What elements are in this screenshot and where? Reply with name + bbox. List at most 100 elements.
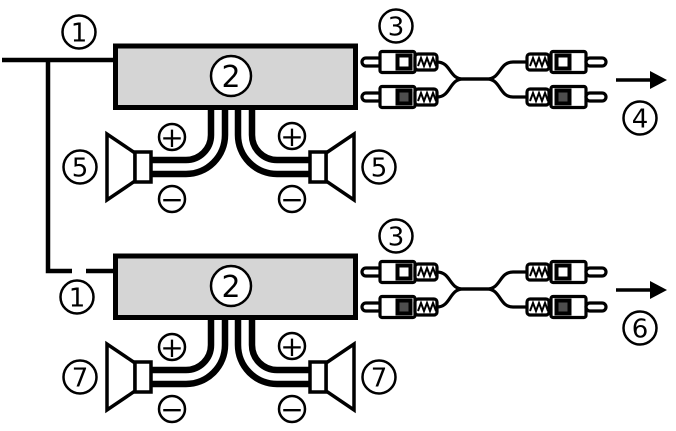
callout-rca-cable-a: 3 <box>378 8 414 44</box>
power-lead-branch-segment <box>45 60 72 274</box>
callout-circle <box>62 149 98 185</box>
speaker-driver <box>133 150 153 184</box>
rca-plug-gray-right-a-icon <box>525 84 608 110</box>
callout-number: 2 <box>221 60 240 95</box>
callout-power-cord-top: 1 <box>61 14 97 50</box>
speaker-cone <box>105 130 137 204</box>
speaker-wire <box>234 318 310 388</box>
callout-number: 1 <box>71 18 88 48</box>
callout-circle <box>378 8 414 44</box>
callout-number: 2 <box>221 270 240 305</box>
callout-power-cord-bottom: 1 <box>59 279 95 315</box>
callout-number: 4 <box>632 104 649 134</box>
speaker-wire <box>151 318 229 388</box>
plug-square <box>395 88 413 106</box>
plug-tip <box>584 56 608 68</box>
callout-circle <box>361 149 397 185</box>
minus-sign: − <box>280 393 303 426</box>
minus-sign: − <box>160 183 183 216</box>
speaker-wire <box>248 108 310 164</box>
strain-relief-zigzag <box>417 265 437 279</box>
minus-sign: − <box>280 183 303 216</box>
speaker-cone <box>324 130 356 204</box>
callout-number: 5 <box>72 153 89 183</box>
power-lead-wire <box>2 57 116 274</box>
callout-amplifier-b: 2 <box>209 264 253 308</box>
strain-relief-zigzag <box>529 300 549 314</box>
callout-number: 7 <box>371 363 388 393</box>
plus-icon <box>157 332 187 362</box>
callout-speakers-a-right: 5 <box>361 149 397 185</box>
plug-tip <box>584 91 608 103</box>
strain-relief-zigzag <box>417 90 437 104</box>
callout-circle <box>59 279 95 315</box>
plug-tip <box>584 301 608 313</box>
rca-cable-gray <box>436 77 527 99</box>
rca-plug-white-right-b-icon <box>525 259 608 285</box>
callout-output-a: 4 <box>622 100 658 136</box>
plug-tip <box>584 266 608 278</box>
minus-icon <box>157 394 187 424</box>
callout-number: 7 <box>72 363 89 393</box>
speaker-wires-a <box>151 108 310 178</box>
rca-plug-gray-left-a-icon <box>360 84 439 110</box>
arrow-head <box>650 71 667 89</box>
callout-rca-cable-b: 3 <box>378 218 414 254</box>
callout-circle <box>209 54 253 98</box>
plug-square <box>395 263 413 281</box>
callout-output-b: 6 <box>622 310 658 346</box>
callout-circle <box>209 264 253 308</box>
plus-icon <box>277 121 307 151</box>
callout-speakers-b-left: 7 <box>62 359 98 395</box>
plug-square <box>554 263 572 281</box>
speaker-left-a-icon <box>105 130 153 204</box>
rca-plug-gray-left-b-icon <box>360 294 439 320</box>
callout-circle <box>62 359 98 395</box>
rca-plug-white-left-b-icon <box>360 259 439 285</box>
callout-number: 6 <box>632 314 649 344</box>
speaker-wire <box>151 108 215 164</box>
strain-relief-zigzag <box>529 90 549 104</box>
minus-sign: − <box>160 393 183 426</box>
output-arrow-b-icon <box>616 281 667 299</box>
callout-speakers-a-left: 5 <box>62 149 98 185</box>
rca-plug-white-right-a-icon <box>525 49 608 75</box>
callout-speakers-b-right: 7 <box>361 359 397 395</box>
strain-relief-zigzag <box>417 300 437 314</box>
callout-circle <box>622 100 658 136</box>
callout-amplifier-a: 2 <box>209 54 253 98</box>
speaker-left-b-icon <box>105 340 153 414</box>
plug-square <box>395 298 413 316</box>
callout-circle <box>361 359 397 395</box>
plug-square <box>554 298 572 316</box>
polarity-markers-b: + − + − <box>157 330 307 426</box>
minus-icon <box>277 394 307 424</box>
speaker-wires-b <box>151 318 310 388</box>
callout-number: 3 <box>388 12 405 42</box>
callout-circle <box>622 310 658 346</box>
speaker-cone <box>105 340 137 414</box>
plug-square <box>554 53 572 71</box>
rca-cables-a <box>436 60 527 99</box>
output-arrow-a-icon <box>616 71 667 89</box>
rca-cables-b <box>436 270 527 309</box>
strain-relief-zigzag <box>529 55 549 69</box>
speaker-wire <box>151 108 229 178</box>
plus-icon <box>157 122 187 152</box>
plus-sign: + <box>160 331 183 364</box>
callout-circle <box>61 14 97 50</box>
speaker-wire <box>248 318 310 374</box>
callout-circle <box>378 218 414 254</box>
speaker-right-b-icon <box>308 340 356 414</box>
minus-icon <box>157 184 187 214</box>
rca-plug-gray-right-b-icon <box>525 294 608 320</box>
plug-square <box>554 88 572 106</box>
speaker-driver <box>133 360 153 394</box>
rca-cable-gray <box>436 287 527 309</box>
minus-icon <box>277 184 307 214</box>
speaker-wire <box>151 318 215 374</box>
speaker-cone <box>324 340 356 414</box>
callout-number: 5 <box>371 153 388 183</box>
